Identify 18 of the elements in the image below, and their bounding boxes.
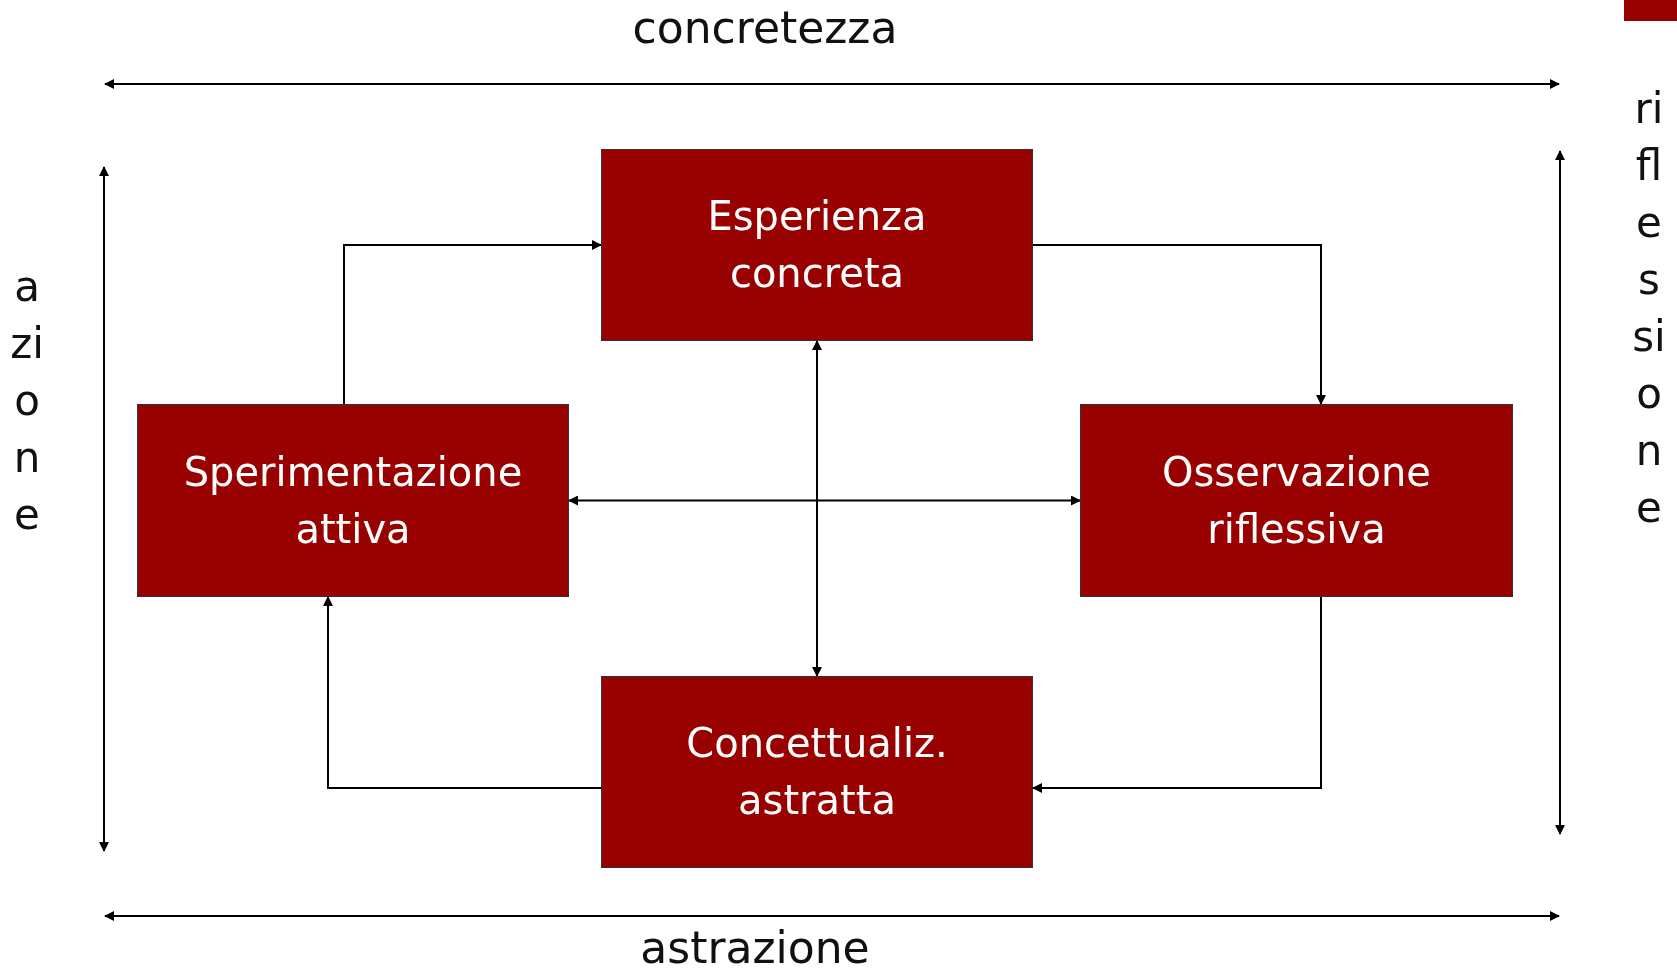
- stage-box: [1080, 404, 1513, 597]
- arrow: [323, 596, 602, 789]
- stage-label: Sperimentazione attiva: [182, 447, 524, 554]
- axis-label: riflessione: [1631, 83, 1667, 534]
- axis-label: azione: [9, 261, 45, 541]
- stage-label: Osservazione riflessiva: [1161, 447, 1432, 554]
- axis-label: astrazione: [640, 922, 870, 973]
- arrow: [1032, 596, 1322, 793]
- arrow: [568, 495, 1081, 506]
- arrow: [343, 240, 602, 405]
- stage-label: Concettualiz. astratta: [685, 719, 949, 825]
- stage-box: [601, 149, 1033, 341]
- stage-box: [601, 676, 1033, 868]
- arrow: [812, 340, 822, 677]
- stage-label: Esperienza concreta: [706, 192, 928, 298]
- stage-box: [137, 404, 569, 597]
- axis-label: concretezza: [632, 2, 898, 53]
- arrow: [1032, 244, 1326, 405]
